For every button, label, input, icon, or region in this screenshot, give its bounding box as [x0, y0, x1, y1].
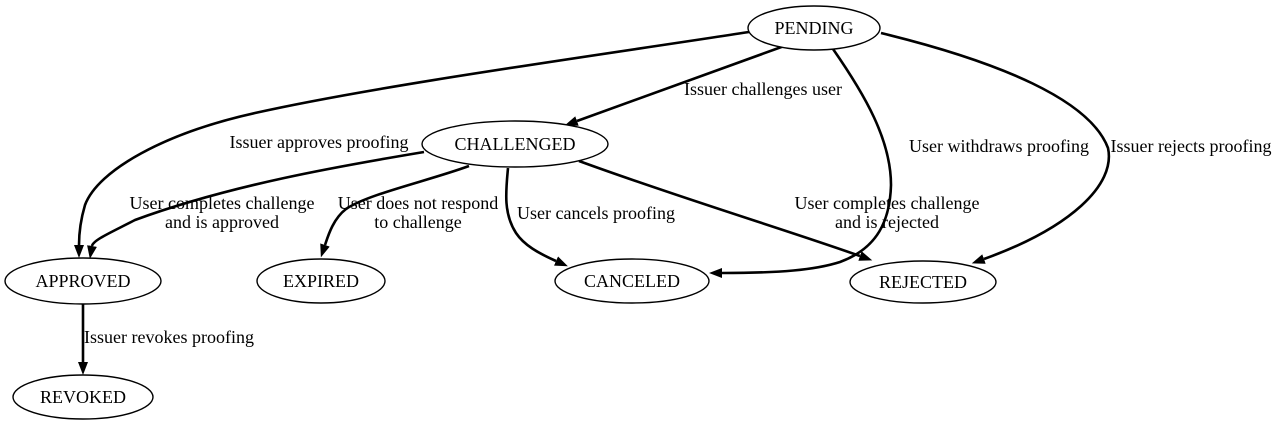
edge-layer	[74, 30, 1111, 375]
edge-label-line: and is approved	[165, 212, 279, 232]
state-node-revoked-shape	[12, 374, 154, 420]
edge-label-user-withdraws-proofing: User withdraws proofing	[909, 136, 1089, 156]
edge-label-user-completes-challenge-rejected: User completes challenge and is rejected	[795, 193, 980, 232]
edge-challenged-to-rejected	[578, 159, 873, 261]
edge-label-layer: Issuer challenges user Issuer approves p…	[84, 79, 1271, 347]
state-node-revoked: REVOKED	[12, 374, 154, 420]
state-node-approved-shape	[4, 257, 162, 305]
state-node-rejected-label: REJECTED	[879, 272, 967, 292]
edge-label-issuer-revokes-proofing: Issuer revokes proofing	[84, 327, 254, 347]
state-node-pending-label: PENDING	[775, 18, 854, 38]
edge-label-line: User does not respond	[338, 193, 498, 213]
state-node-revoked-label: REVOKED	[40, 387, 126, 407]
edge-label-line: to challenge	[374, 212, 461, 232]
edge-label-issuer-approves-proofing: Issuer approves proofing	[230, 132, 409, 152]
edge-pending-to-rejected	[880, 31, 1111, 264]
edge-pending-to-challenged	[564, 43, 788, 126]
edge-label-line: User completes challenge	[795, 193, 980, 213]
state-node-expired-label: EXPIRED	[283, 271, 359, 291]
edge-label-line: and is rejected	[835, 212, 939, 232]
state-node-canceled-label: CANCELED	[584, 271, 680, 291]
edge-challenged-to-expired	[320, 164, 470, 258]
state-node-approved-label: APPROVED	[35, 271, 130, 291]
edge-label-user-completes-challenge-approved: User completes challenge and is approved	[130, 193, 315, 232]
state-node-approved: APPROVED	[4, 257, 162, 305]
node-layer: PENDING CHALLENGED APPROVED EXPIRED CANC…	[4, 5, 997, 420]
edge-pending-to-canceled	[709, 48, 893, 278]
edge-label-user-cancels-proofing: User cancels proofing	[517, 203, 675, 223]
edge-label-issuer-rejects-proofing: Issuer rejects proofing	[1111, 136, 1272, 156]
edge-challenged-to-approved	[87, 150, 425, 259]
edge-label-user-does-not-respond: User does not respond to challenge	[338, 193, 498, 232]
state-node-challenged-label: CHALLENGED	[455, 134, 576, 154]
state-node-expired: EXPIRED	[256, 258, 386, 304]
state-node-challenged-shape	[421, 120, 609, 168]
state-node-challenged: CHALLENGED	[421, 120, 609, 168]
state-node-pending-shape	[747, 5, 881, 51]
state-node-rejected-shape	[849, 260, 997, 304]
edge-label-issuer-challenges-user: Issuer challenges user	[684, 79, 842, 99]
state-node-rejected: REJECTED	[849, 260, 997, 304]
edge-pending-to-approved	[74, 30, 750, 258]
state-node-pending: PENDING	[747, 5, 881, 51]
edge-challenged-to-canceled	[504, 167, 568, 267]
state-node-canceled: CANCELED	[554, 258, 710, 304]
state-node-canceled-shape	[554, 258, 710, 304]
state-node-expired-shape	[256, 258, 386, 304]
edge-label-line: User completes challenge	[130, 193, 315, 213]
